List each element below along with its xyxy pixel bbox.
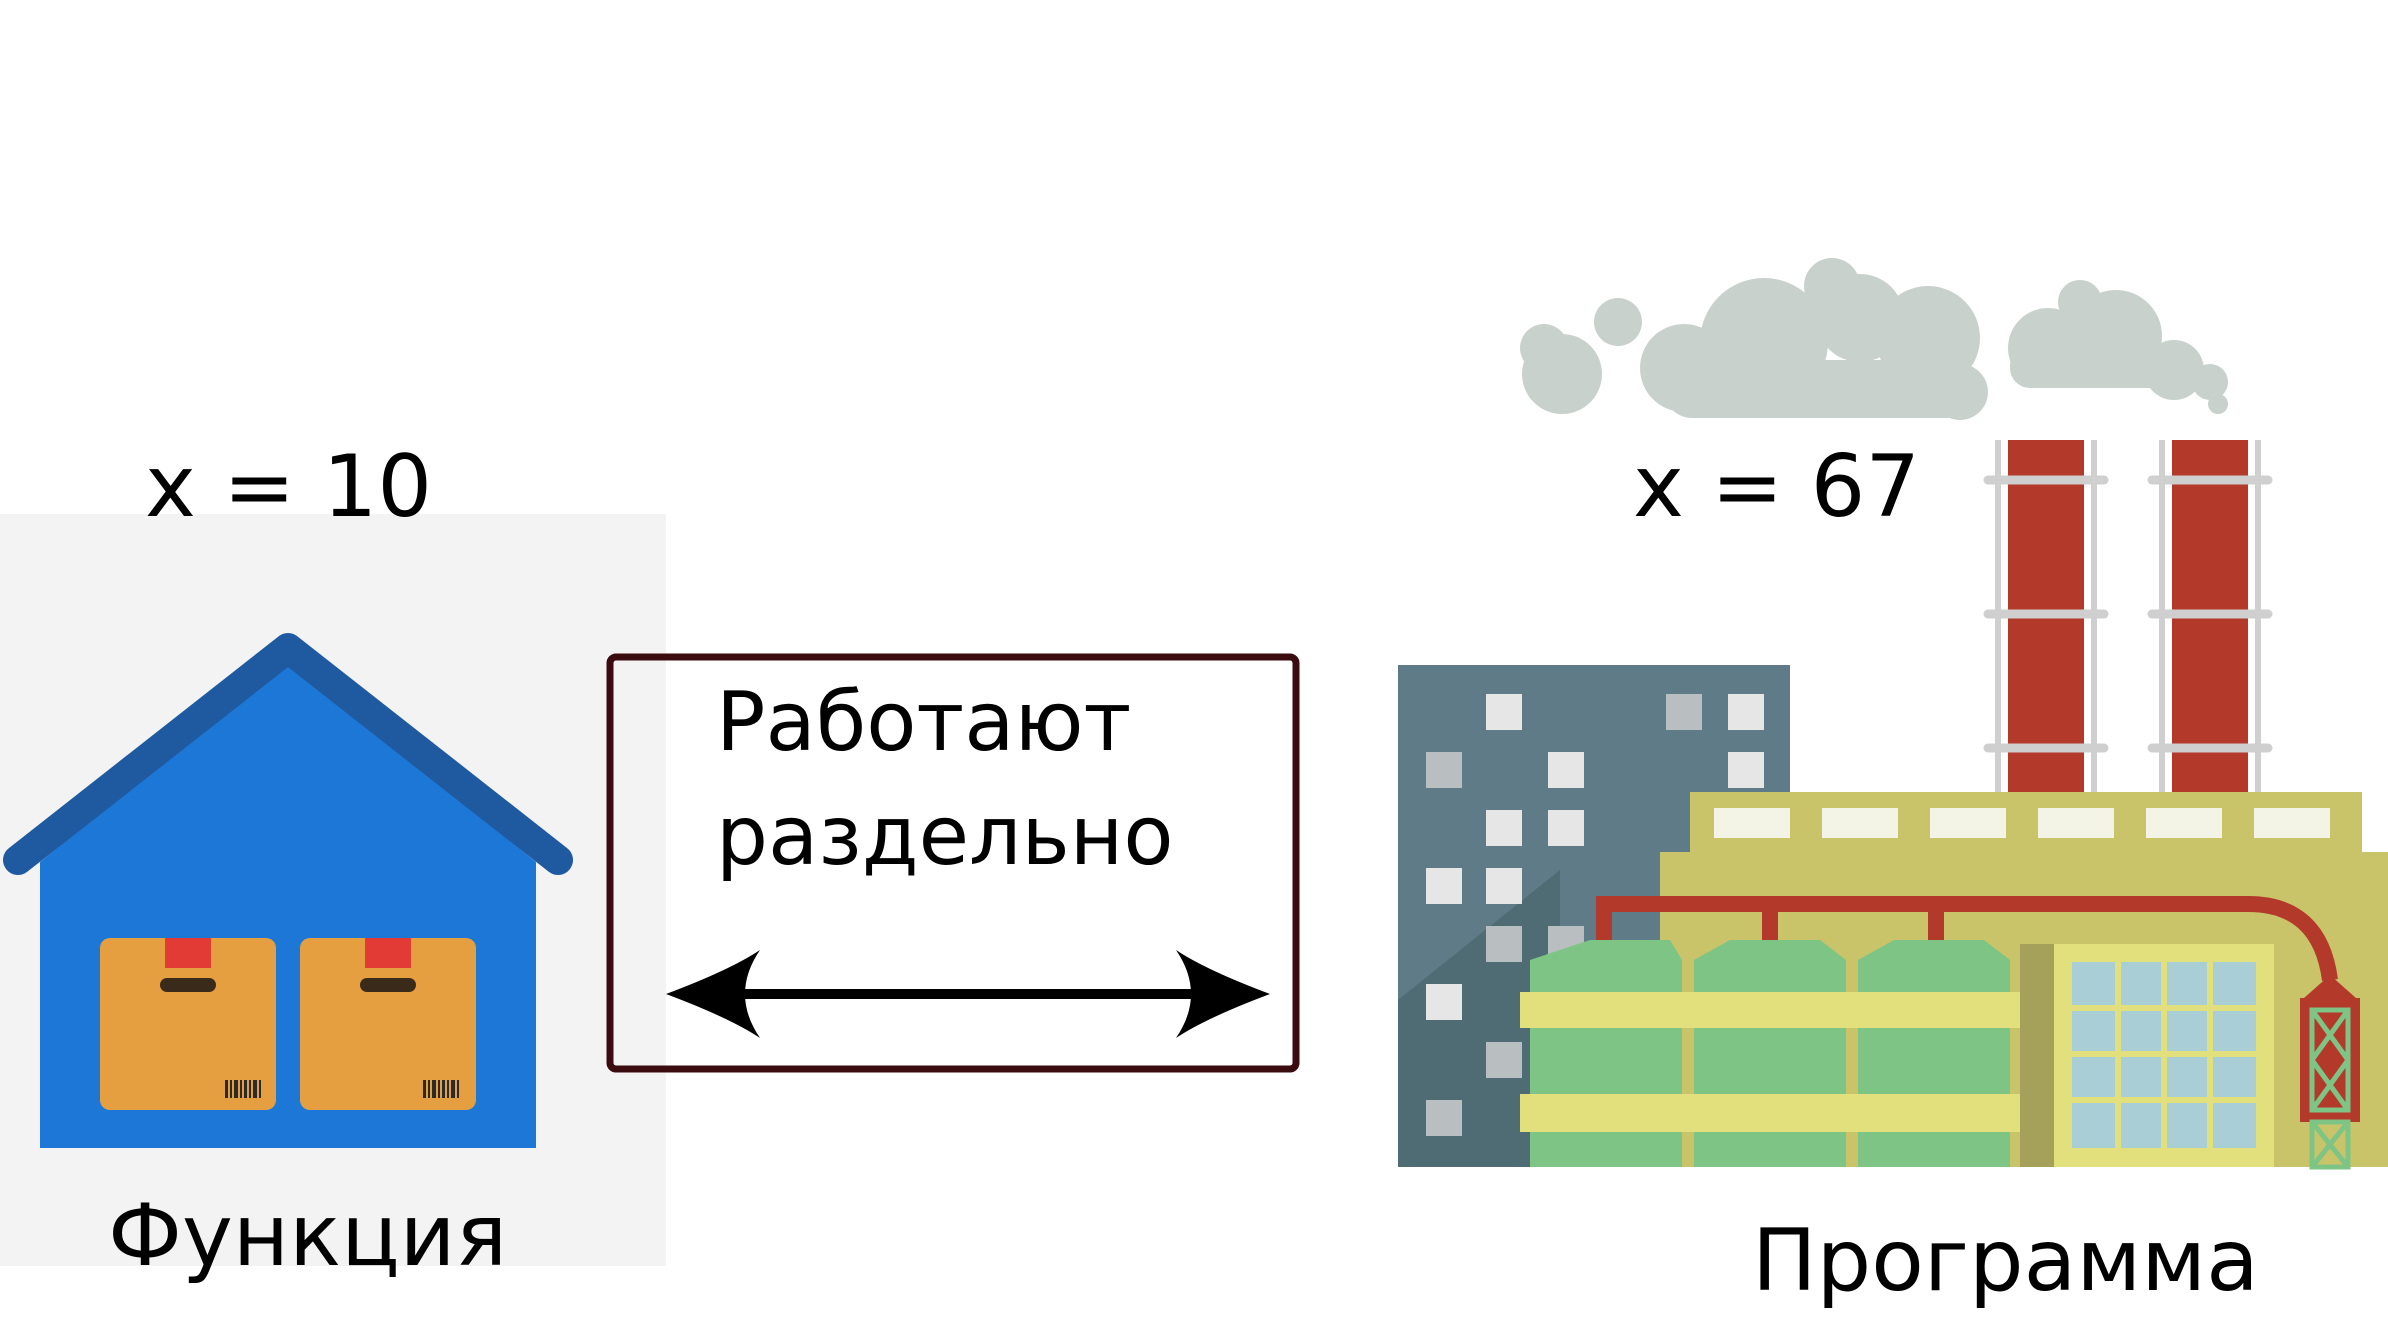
smoke-icon [1520,258,2228,420]
function-panel: x = 10 Функция [0,437,666,1286]
factory-icon [1398,258,2388,1170]
box-icon [300,938,476,1110]
program-caption: Программа [1752,1211,2259,1311]
warehouse-icon [3,633,573,1148]
relation-text-line1: Работают [716,675,1131,770]
relation-box: Работают раздельно [606,653,1300,1073]
function-variable: x = 10 [145,437,432,537]
function-caption: Функция [108,1186,507,1286]
program-panel: x = 67 Программа [1398,258,2388,1311]
box-icon [100,938,276,1110]
double-arrow-icon [666,950,1270,1038]
storage-tanks-icon [1520,940,2020,1167]
pipe-icon [1596,896,2338,982]
relation-frame [606,653,1300,1073]
chimney-icon [1983,440,2273,810]
program-variable: x = 67 [1633,437,1920,537]
relation-text-line2: раздельно [716,789,1174,884]
lattice-tower-icon [2300,975,2360,1170]
